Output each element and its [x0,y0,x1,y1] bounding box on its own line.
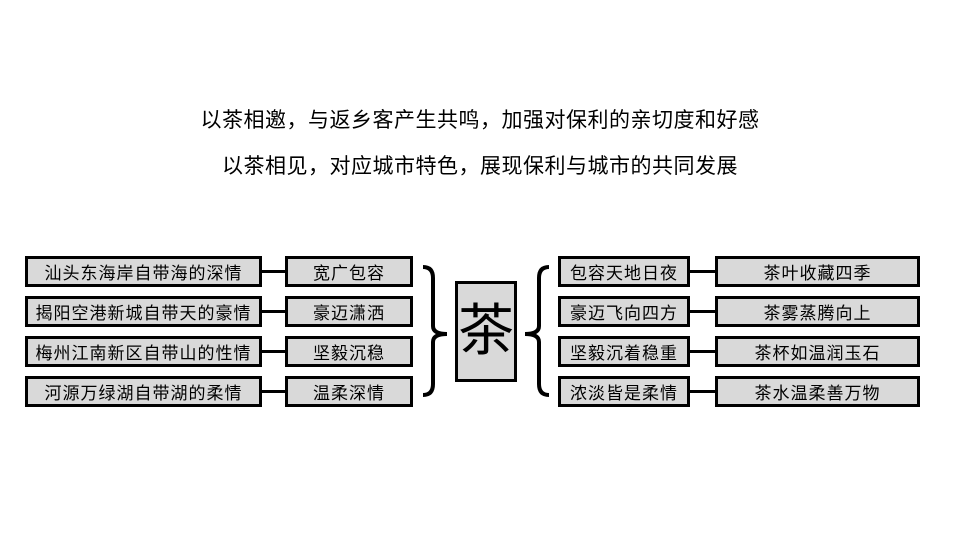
trait-desc-node: 豪迈飞向四方 [558,296,690,327]
connector-line [261,310,286,313]
tea-metaphor-node: 茶水温柔善万物 [715,376,920,407]
connector-line [689,310,716,313]
trait-desc-node: 包容天地日夜 [558,256,690,287]
city-node: 梅州江南新区自带山的性情 [25,336,262,367]
trait-desc-node: 坚毅沉着稳重 [558,336,690,367]
city-node: 汕头东海岸自带海的深情 [25,256,262,287]
slide-title-line2: 以茶相见，对应城市特色，展现保利与城市的共同发展 [222,154,738,178]
trait-node: 豪迈潇洒 [285,296,413,327]
tea-metaphor-node: 茶叶收藏四季 [715,256,920,287]
city-node: 揭阳空港新城自带天的豪情 [25,296,262,327]
left-brace [422,265,448,397]
trait-node: 温柔深情 [285,376,413,407]
connector-line [689,270,716,273]
city-node: 河源万绿湖自带湖的柔情 [25,376,262,407]
trait-node: 宽广包容 [285,256,413,287]
connector-line [261,270,286,273]
trait-node: 坚毅沉稳 [285,336,413,367]
connector-line [261,390,286,393]
connector-line [689,390,716,393]
slide-title-line1: 以茶相邀，与返乡客产生共鸣，加强对保利的亲切度和好感 [200,108,760,132]
right-brace [524,265,550,397]
tea-metaphor-node: 茶雾蒸腾向上 [715,296,920,327]
tea-metaphor-node: 茶杯如温润玉石 [715,336,920,367]
trait-desc-node: 浓淡皆是柔情 [558,376,690,407]
tea-center-node: 茶 [455,281,517,382]
connector-line [261,350,286,353]
connector-line [689,350,716,353]
